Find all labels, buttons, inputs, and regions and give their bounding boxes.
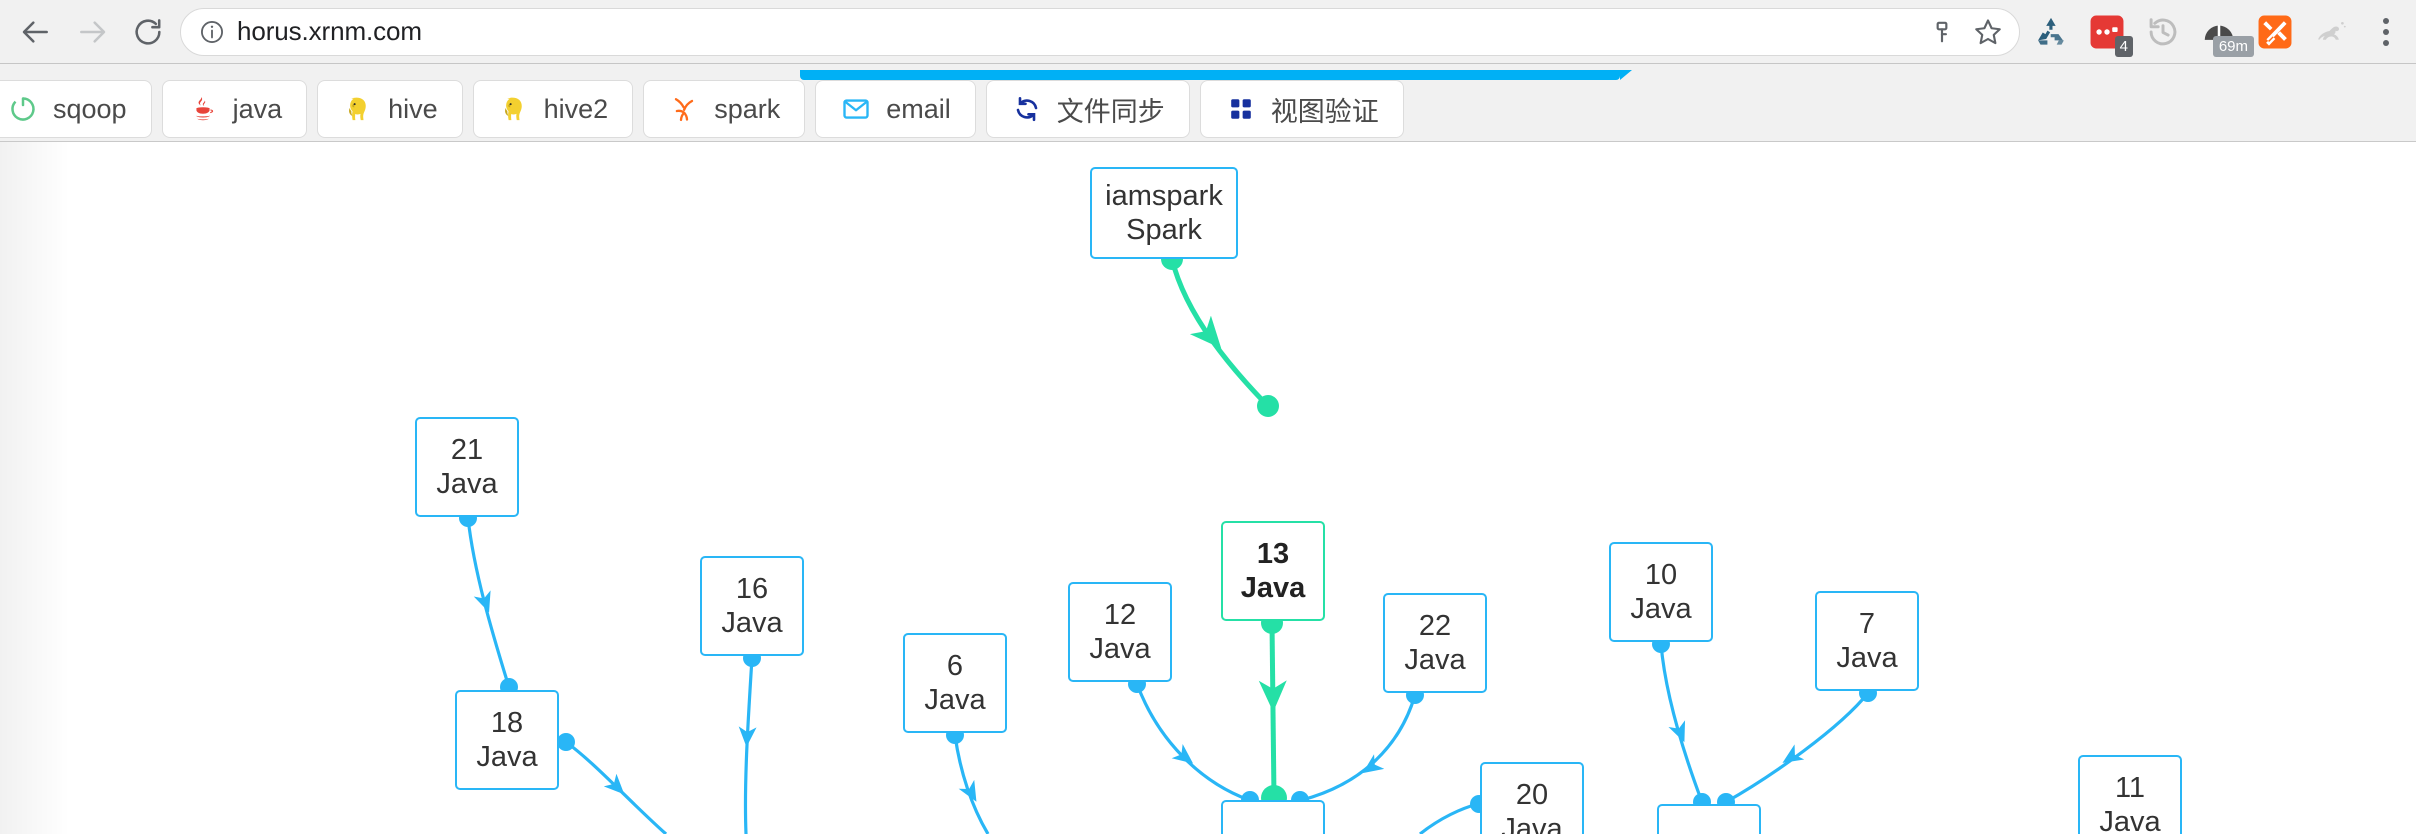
timer-badge: 69m [2212, 35, 2254, 57]
browser-chrome: horus.xrnm.com [0, 0, 2416, 64]
node-line2: Java [2099, 806, 2161, 834]
hive-elephant-icon [342, 93, 374, 125]
sqoop-ring-icon [7, 93, 39, 125]
password-key-icon[interactable] [1927, 17, 1957, 47]
tab-file-sync[interactable]: 文件同步 [985, 80, 1190, 138]
graph-node-18[interactable]: 18 Java [455, 690, 559, 790]
node-line1: 11 [2114, 771, 2146, 804]
spark-icon [668, 93, 700, 125]
edge-into-20[interactable] [1419, 795, 1488, 834]
java-cup-icon [187, 93, 219, 125]
tab-sqoop[interactable]: sqoop [0, 80, 152, 138]
omnibox-actions [1915, 17, 2003, 47]
node-line2: Java [1836, 642, 1898, 674]
node-line2: Spark [1126, 214, 1202, 246]
app-tab-list: sqoop java [0, 80, 1404, 138]
tab-label: sqoop [53, 93, 127, 124]
grid-icon [1225, 93, 1257, 125]
edge-18-downstream[interactable] [557, 733, 668, 834]
node-line1: 12 [1103, 598, 1137, 631]
node-line1: 22 [1418, 609, 1452, 642]
url-text[interactable]: horus.xrnm.com [237, 16, 422, 46]
red-extension-icon[interactable]: 4 [2086, 11, 2133, 57]
graph-node-partial-center[interactable] [1221, 800, 1325, 834]
node-line1: iamspark [1105, 179, 1223, 212]
history-restore-icon[interactable] [2142, 11, 2184, 53]
graph-node-22[interactable]: 22 Java [1383, 593, 1487, 693]
graph-node-7[interactable]: 7 Java [1815, 591, 1919, 691]
node-line1: 18 [490, 706, 524, 739]
tab-hive2[interactable]: hive2 [472, 80, 634, 138]
horse-icon[interactable] [2310, 11, 2352, 53]
tab-label: hive [388, 93, 438, 124]
graph-node-partial-right[interactable] [1657, 804, 1761, 834]
reload-icon[interactable] [122, 6, 174, 58]
graph-node-13[interactable]: 13 Java [1221, 521, 1325, 621]
tab-label: java [232, 93, 283, 124]
node-line2: Java [1501, 813, 1563, 834]
node-line1: 16 [735, 572, 769, 605]
edge-13-to-c1[interactable] [1258, 612, 1287, 811]
graph-node-16[interactable]: 16 Java [700, 556, 804, 656]
graph-node-6[interactable]: 6 Java [903, 633, 1007, 733]
speed-gauge-icon[interactable]: 69m [2198, 11, 2254, 57]
forward-arrow-icon[interactable] [66, 6, 118, 58]
edge-iamspark-to-13[interactable] [1161, 248, 1279, 417]
active-group-indicator [800, 70, 1632, 80]
graph-node-20[interactable]: 20 Java [1480, 762, 1584, 834]
graph-node-10[interactable]: 10 Java [1609, 542, 1713, 642]
node-line1: 20 [1515, 778, 1549, 811]
tab-spark[interactable]: spark [643, 80, 806, 138]
app-tab-bar: sqoop java [0, 64, 2416, 172]
tab-label: spark [714, 93, 781, 124]
back-arrow-icon[interactable] [10, 6, 62, 58]
edge-6-downstream[interactable] [946, 726, 990, 834]
node-line1: 7 [1858, 607, 1876, 640]
tab-label: 视图验证 [1270, 96, 1379, 127]
node-line1: 21 [450, 433, 484, 466]
extension-toolbar: 4 69m [2030, 11, 2416, 57]
navigation-buttons [0, 6, 174, 58]
edge-10-to-c2[interactable] [1652, 635, 1711, 811]
bookmark-star-icon[interactable] [1973, 17, 2003, 47]
edge-22-to-c1[interactable] [1291, 686, 1424, 809]
node-line2: Java [1240, 572, 1306, 604]
address-bar[interactable]: horus.xrnm.com [180, 7, 2020, 56]
tab-label: hive2 [543, 93, 609, 124]
hive-elephant-icon [498, 93, 530, 125]
recycle-icon[interactable] [2030, 11, 2072, 53]
graph-node-11[interactable]: 11 Java [2078, 755, 2182, 834]
node-line2: Java [924, 684, 986, 716]
node-line1: 6 [946, 649, 964, 682]
edge-7-to-c2[interactable] [1717, 684, 1877, 811]
sync-icon [1011, 93, 1043, 125]
tab-view-validation[interactable]: 视图验证 [1199, 80, 1404, 138]
tab-java[interactable]: java [161, 80, 308, 138]
edge-16-downstream[interactable] [738, 649, 761, 834]
orange-tools-icon[interactable] [2254, 11, 2296, 53]
graph-node-12[interactable]: 12 Java [1068, 582, 1172, 682]
graph-node-iamspark[interactable]: iamspark Spark [1090, 167, 1238, 259]
node-line2: Java [1630, 593, 1692, 625]
envelope-icon [840, 93, 872, 125]
tab-label: email [886, 93, 951, 124]
node-line2: Java [436, 468, 498, 500]
tab-email[interactable]: email [815, 80, 976, 138]
node-line2: Java [1089, 633, 1151, 665]
edge-12-to-c1[interactable] [1128, 675, 1259, 809]
node-line2: Java [476, 741, 538, 773]
node-line1: 10 [1644, 558, 1678, 591]
node-line2: Java [721, 607, 783, 639]
graph-canvas[interactable]: iamspark Spark 21 Java 13 Java 10 Java 1… [0, 142, 2416, 834]
three-dot-menu-icon[interactable] [2366, 11, 2406, 53]
tab-label: 文件同步 [1056, 96, 1165, 127]
node-line1: 13 [1256, 537, 1290, 570]
tab-hive[interactable]: hive [317, 80, 463, 138]
extension-badge-count: 4 [2114, 35, 2133, 57]
site-info-icon[interactable] [197, 17, 227, 47]
graph-node-21[interactable]: 21 Java [415, 417, 519, 517]
edge-21-to-18[interactable] [459, 509, 518, 696]
node-line2: Java [1404, 644, 1466, 676]
